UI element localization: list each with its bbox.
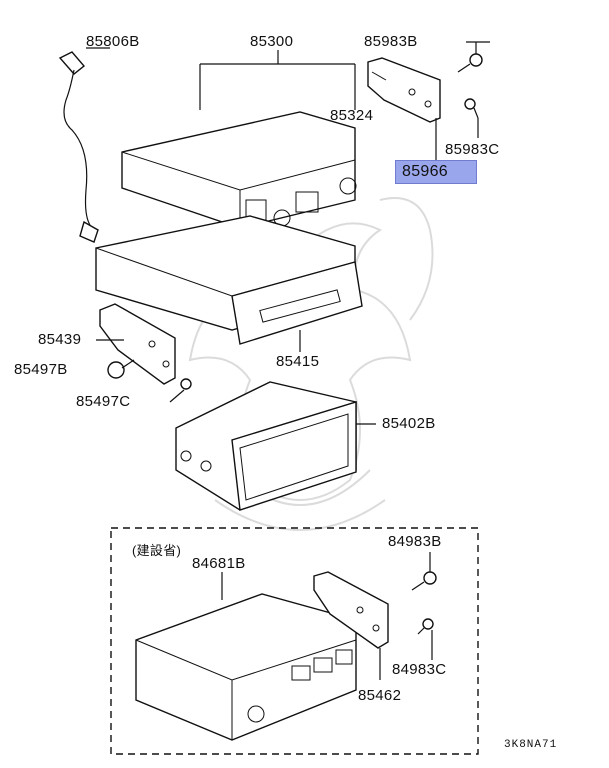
screw-84983b	[411, 552, 437, 591]
label-85497c: 85497C	[76, 393, 131, 410]
radio-unit-84681b	[135, 572, 357, 741]
screw-85497b	[107, 359, 135, 379]
label-85806b: 85806B	[86, 33, 140, 50]
highlight-box-85966	[395, 160, 477, 184]
radio-head-unit-85300	[121, 50, 357, 229]
screw-85497c	[169, 378, 192, 403]
label-85324: 85324	[330, 107, 374, 124]
screw-85983b-top	[457, 41, 490, 73]
bracket-85966	[367, 57, 441, 160]
label-84983b: 84983B	[388, 533, 442, 550]
bracket-85462	[313, 571, 389, 680]
cd-unit-85415	[95, 215, 363, 352]
screw-84983c	[417, 618, 434, 660]
label-85966-highlighted[interactable]: 85966	[402, 163, 448, 180]
label-84681b: 84681B	[192, 555, 246, 572]
label-85497b: 85497B	[14, 361, 68, 378]
group-note: (建設省)	[132, 543, 182, 558]
label-84983c: 84983C	[392, 661, 447, 678]
optional-group-box	[110, 527, 479, 755]
label-85983b-top: 85983B	[364, 33, 418, 50]
footer-code: 3K8NA71	[504, 739, 558, 751]
label-85462: 85462	[358, 687, 402, 704]
screw-85983c-top	[464, 98, 479, 138]
label-85415: 85415	[276, 353, 320, 370]
bracket-85439	[96, 303, 176, 385]
pocket-85402b	[175, 381, 376, 511]
label-85983c-top: 85983C	[445, 141, 500, 158]
label-85439: 85439	[38, 331, 82, 348]
label-85300: 85300	[250, 33, 294, 50]
label-85402b: 85402B	[382, 415, 436, 432]
antenna-cable-85806b	[58, 47, 110, 243]
